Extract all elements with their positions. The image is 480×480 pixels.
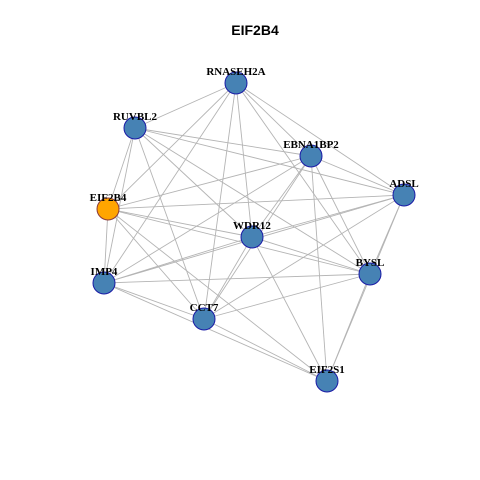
node-circle: [123, 116, 147, 140]
node-adsl: ADSL: [389, 178, 419, 207]
edge-cct7-eif2s1: [203, 318, 328, 382]
edge-bysl-eif2s1: [326, 273, 371, 382]
node-label: ADSL: [389, 178, 418, 190]
edge-ruvbl2-eif2b4: [107, 127, 136, 210]
node-bysl: BYSL: [356, 257, 385, 286]
edge-imp4-cct7: [103, 282, 205, 320]
edge-bysl-imp4: [103, 273, 371, 284]
diagram-title: EIF2B4: [231, 22, 279, 38]
node-circle: [392, 183, 416, 207]
node-circle: [358, 262, 382, 286]
node-label: CCT7: [190, 302, 219, 314]
node-wdr12: WDR12: [233, 220, 271, 249]
node-label: RNASEH2A: [206, 66, 265, 78]
edge-bysl-cct7: [203, 273, 371, 320]
node-label: BYSL: [356, 257, 385, 269]
edge-eif2b4-cct7: [107, 208, 205, 320]
edge-wdr12-cct7: [203, 236, 253, 320]
edge-rnaseh2a-eif2b4: [107, 82, 237, 210]
edge-ebna1bp2-wdr12: [251, 155, 312, 238]
edge-rnaseh2a-bysl: [235, 82, 371, 275]
node-circle: [96, 197, 120, 221]
edge-rnaseh2a-ruvbl2: [134, 82, 237, 129]
node-label: RUVBL2: [113, 111, 158, 123]
edge-ruvbl2-ebna1bp2: [134, 127, 312, 157]
node-circle: [224, 71, 248, 95]
edge-ebna1bp2-imp4: [103, 155, 312, 284]
node-circle: [315, 369, 339, 393]
edge-ruvbl2-bysl: [134, 127, 371, 275]
node-label: EBNA1BP2: [283, 139, 339, 151]
node-label: EIF2S1: [309, 364, 344, 376]
edge-adsl-eif2b4: [107, 194, 405, 210]
node-circle: [299, 144, 323, 168]
edge-ruvbl2-imp4: [103, 127, 136, 284]
edge-rnaseh2a-adsl: [235, 82, 405, 196]
node-eif2b4: EIF2B4: [90, 192, 127, 221]
node-label: IMP4: [91, 266, 118, 278]
edge-wdr12-bysl: [251, 236, 371, 275]
edge-ebna1bp2-bysl: [310, 155, 371, 275]
node-circle: [192, 307, 216, 331]
edge-eif2b4-eif2s1: [107, 208, 328, 382]
node-circle: [92, 271, 116, 295]
edge-ebna1bp2-eif2s1: [310, 155, 328, 382]
edges-layer: [103, 82, 405, 382]
edge-eif2b4-wdr12: [107, 208, 253, 238]
edge-ebna1bp2-eif2b4: [107, 155, 312, 210]
edge-ruvbl2-cct7: [134, 127, 205, 320]
edge-ruvbl2-wdr12: [134, 127, 253, 238]
node-eif2s1: EIF2S1: [309, 364, 345, 393]
node-imp4: IMP4: [91, 266, 118, 295]
node-label: WDR12: [233, 220, 271, 232]
edge-wdr12-imp4: [103, 236, 253, 284]
node-ruvbl2: RUVBL2: [113, 111, 158, 140]
node-circle: [240, 225, 264, 249]
node-ebna1bp2: EBNA1BP2: [283, 139, 339, 168]
edge-rnaseh2a-cct7: [203, 82, 237, 320]
node-cct7: CCT7: [190, 302, 219, 331]
edge-eif2b4-imp4: [103, 208, 109, 284]
edge-rnaseh2a-imp4: [103, 82, 237, 284]
edge-ebna1bp2-adsl: [310, 155, 405, 196]
edge-rnaseh2a-ebna1bp2: [235, 82, 312, 157]
edge-rnaseh2a-wdr12: [235, 82, 253, 238]
edge-ruvbl2-adsl: [134, 127, 405, 196]
edge-imp4-eif2s1: [103, 282, 328, 382]
node-rnaseh2a: RNASEH2A: [206, 66, 266, 95]
edge-wdr12-eif2s1: [251, 236, 328, 382]
node-label: EIF2B4: [90, 192, 127, 204]
edge-adsl-cct7: [203, 194, 405, 320]
